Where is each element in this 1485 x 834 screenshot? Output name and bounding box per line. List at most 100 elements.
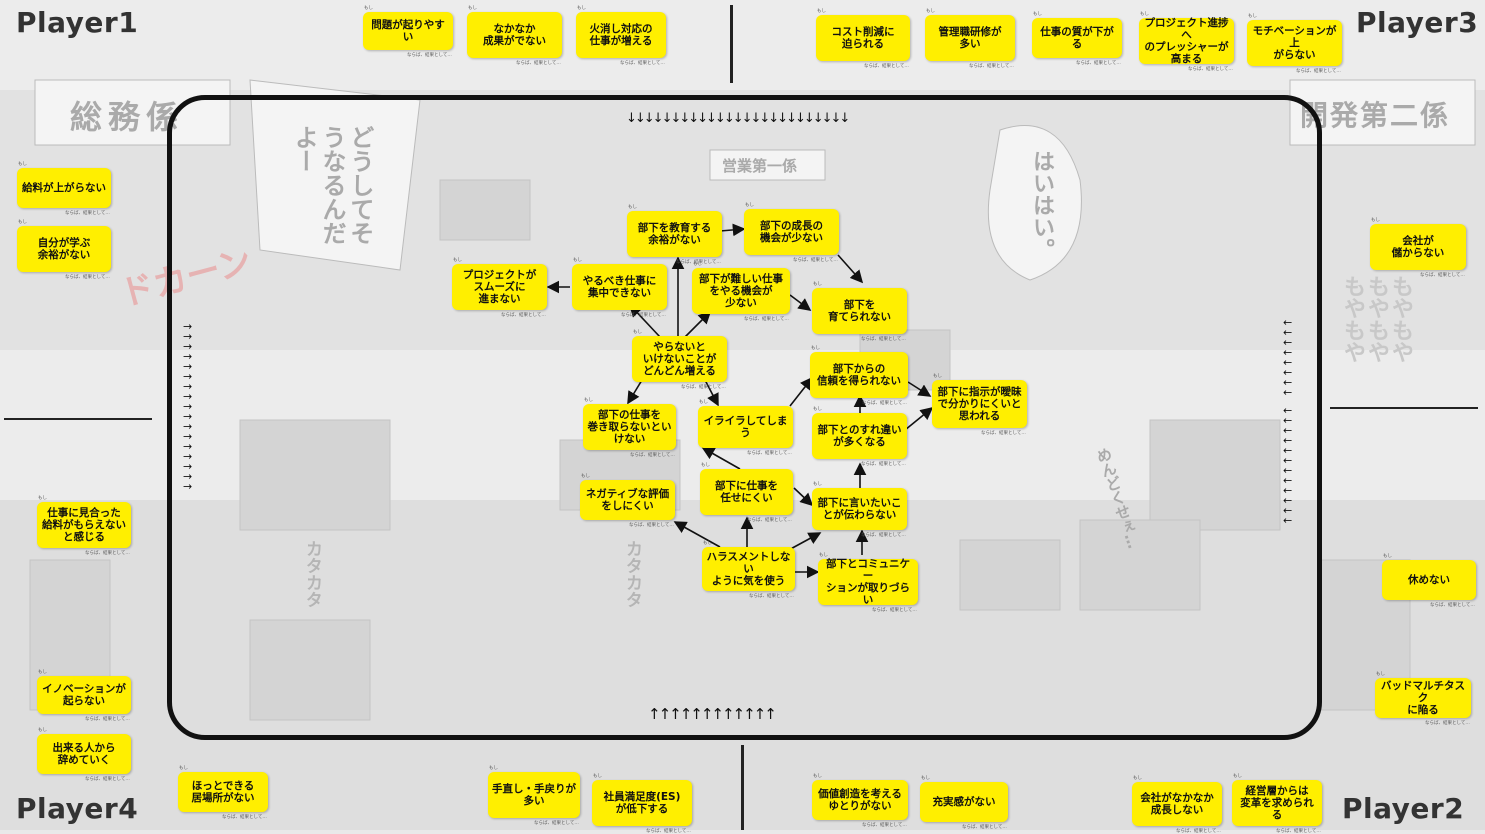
note-result-tag: ならば、結果として… bbox=[1296, 69, 1341, 74]
center-note-cannot-say[interactable]: 部下に言いたいこ とが伝わらない bbox=[812, 488, 907, 530]
arrow-glyph: → bbox=[183, 450, 193, 463]
edge-note-top[interactable]: モチベーションが上 がらない bbox=[1247, 20, 1342, 66]
note-result-tag: ならば、結果として… bbox=[981, 431, 1026, 436]
note-result-tag: ならば、結果として… bbox=[864, 64, 909, 69]
note-if-tag: もし bbox=[577, 6, 586, 11]
edge-note-top[interactable]: プロジェクト進捗へ のプレッシャーが 高まる bbox=[1139, 17, 1234, 65]
center-note-take-over[interactable]: 部下の仕事を 巻き取らないとい けない bbox=[583, 404, 676, 450]
edge-note-top[interactable]: 仕事の質が下がる bbox=[1032, 18, 1122, 58]
center-note-harassment[interactable]: ハラスメントしない ように気を使う bbox=[702, 547, 795, 591]
center-note-hard-work[interactable]: 部下が難しい仕事 をやる機会が 少ない bbox=[692, 268, 790, 314]
arrow-glyph: → bbox=[183, 420, 193, 433]
note-result-tag: ならば、結果として… bbox=[793, 258, 838, 263]
note-if-tag: もし bbox=[18, 162, 27, 167]
player4-label: Player4 bbox=[16, 792, 139, 825]
edge-note-left[interactable]: 出来る人から 辞めていく bbox=[37, 734, 131, 774]
center-note-negative[interactable]: ネガティブな評価 をしにくい bbox=[580, 480, 675, 520]
edge-note-bottom[interactable]: 社員満足度(ES) が低下する bbox=[592, 780, 692, 826]
center-note-trust[interactable]: 部下からの 信頼を得られない bbox=[810, 352, 908, 398]
edge-note-bottom[interactable]: 充実感がない bbox=[920, 782, 1008, 822]
edge-note-right[interactable]: バッドマルチタスク に陥る bbox=[1375, 678, 1471, 718]
arrow-glyph: ← bbox=[1283, 316, 1293, 329]
note-if-tag: もし bbox=[38, 728, 47, 733]
note-if-tag: もし bbox=[1383, 554, 1392, 559]
center-note-project[interactable]: プロジェクトが スムーズに 進まない bbox=[452, 264, 547, 310]
edge-note-left[interactable]: 自分が学ぶ 余裕がない bbox=[17, 226, 111, 272]
note-if-tag: もし bbox=[703, 541, 712, 546]
arrow-glyph: ← bbox=[1283, 464, 1293, 477]
note-result-tag: ならば、結果として… bbox=[1420, 273, 1465, 278]
center-note-cannot-raise[interactable]: 部下を 育てられない bbox=[812, 288, 907, 334]
edge-note-top[interactable]: 火消し対応の 仕事が増える bbox=[576, 12, 666, 58]
edge-note-top[interactable]: なかなか 成果がでない bbox=[467, 12, 562, 58]
arrow-glyph: ← bbox=[1283, 366, 1293, 379]
note-if-tag: もし bbox=[179, 766, 188, 771]
note-result-tag: ならば、結果として… bbox=[620, 61, 665, 66]
arrow-glyph: ← bbox=[1283, 356, 1293, 369]
edge-note-bottom[interactable]: 価値創造を考える ゆとりがない bbox=[812, 780, 908, 820]
note-if-tag: もし bbox=[813, 407, 822, 412]
note-result-tag: ならば、結果として… bbox=[629, 523, 674, 528]
edge-note-left[interactable]: 給料が上がらない bbox=[17, 168, 111, 208]
note-if-tag: もし bbox=[628, 205, 637, 210]
note-if-tag: もし bbox=[819, 553, 828, 558]
arrow-glyph: → bbox=[183, 390, 193, 403]
center-note-focus[interactable]: やるべき仕事に 集中できない bbox=[572, 264, 667, 310]
note-result-tag: ならば、結果として… bbox=[407, 53, 452, 58]
edge-note-top[interactable]: 問題が起りやすい bbox=[363, 12, 453, 50]
edge-note-top[interactable]: コスト削減に 迫られる bbox=[816, 15, 910, 61]
arrow-glyph: ← bbox=[1283, 414, 1293, 427]
edge-note-bottom[interactable]: ほっとできる 居場所がない bbox=[178, 772, 268, 812]
note-result-tag: ならば、結果として… bbox=[1425, 721, 1470, 726]
note-if-tag: もし bbox=[813, 482, 822, 487]
center-note-more-tasks[interactable]: やらないと いけないことが どんどん増える bbox=[632, 336, 727, 382]
arrows-bottom: ↑↑↑↑↑↑↑↑↑↑↑↑ bbox=[648, 705, 777, 723]
edge-note-right[interactable]: 休めない bbox=[1382, 560, 1476, 600]
arrow-glyph: → bbox=[183, 470, 193, 483]
note-if-tag: もし bbox=[701, 463, 710, 468]
center-note-communication[interactable]: 部下とコミュニケー ションが取りづらい bbox=[818, 558, 918, 606]
arrow-glyph: → bbox=[183, 410, 193, 423]
center-note-growth-chance[interactable]: 部下の成長の 機会が少ない bbox=[744, 209, 839, 255]
arrow-glyph: ← bbox=[1283, 434, 1293, 447]
speech-bubble-left: どうしてそうなるんだよー bbox=[290, 125, 374, 245]
note-result-tag: ならば、結果として… bbox=[85, 551, 130, 556]
arrow-glyph: ← bbox=[1283, 514, 1293, 527]
note-result-tag: ならば、結果として… bbox=[516, 61, 561, 66]
note-if-tag: もし bbox=[1371, 218, 1380, 223]
arrow-glyph: ← bbox=[1283, 444, 1293, 457]
note-if-tag: もし bbox=[1140, 12, 1149, 17]
edge-note-left[interactable]: 仕事に見合った 給料がもらえない と感じる bbox=[37, 502, 131, 548]
arrow-glyph: → bbox=[183, 320, 193, 333]
note-result-tag: ならば、結果として… bbox=[1076, 61, 1121, 66]
speech-bubble-right: はいはい。 bbox=[1029, 150, 1054, 260]
arrows-right: ←←←←←←←←←←←←←←←←←←←← bbox=[1283, 316, 1293, 527]
note-result-tag: ならば、結果として… bbox=[1188, 67, 1233, 72]
note-result-tag: ならば、結果として… bbox=[862, 823, 907, 828]
note-if-tag: もし bbox=[921, 776, 930, 781]
center-note-vague[interactable]: 部下に指示が曖昧 で分かりにくいと 思われる bbox=[932, 380, 1027, 428]
edge-note-left[interactable]: イノベーションが 起らない bbox=[37, 676, 131, 714]
arrows-left: →→→→→→→→→→→→→→→→→ bbox=[183, 320, 193, 492]
arrow-glyph: → bbox=[183, 430, 193, 443]
note-result-tag: ならば、結果として… bbox=[501, 313, 546, 318]
edge-note-bottom[interactable]: 会社がなかなか 成長しない bbox=[1132, 782, 1222, 826]
note-if-tag: もし bbox=[811, 346, 820, 351]
center-note-delegate[interactable]: 部下に仕事を 任せにくい bbox=[700, 469, 793, 515]
center-note-irritate[interactable]: イライラしてしまう bbox=[698, 406, 793, 448]
note-result-tag: ならば、結果として… bbox=[65, 275, 110, 280]
note-if-tag: もし bbox=[813, 282, 822, 287]
note-if-tag: もし bbox=[1248, 14, 1257, 19]
edge-note-right[interactable]: 会社が 儲からない bbox=[1370, 224, 1466, 270]
center-note-education[interactable]: 部下を教育する 余裕がない bbox=[627, 211, 722, 257]
note-result-tag: ならば、結果として… bbox=[744, 317, 789, 322]
edge-note-top[interactable]: 管理職研修が 多い bbox=[925, 15, 1015, 61]
edge-note-bottom[interactable]: 経営層からは 変革を求められる bbox=[1232, 780, 1322, 826]
center-note-mismatch[interactable]: 部下とのすれ違い が多くなる bbox=[812, 413, 907, 459]
note-if-tag: もし bbox=[489, 766, 498, 771]
note-if-tag: もし bbox=[1133, 776, 1142, 781]
sign-center-text: 営業第一係 bbox=[722, 157, 798, 175]
edge-note-bottom[interactable]: 手直し・手戻りが 多い bbox=[488, 772, 580, 818]
